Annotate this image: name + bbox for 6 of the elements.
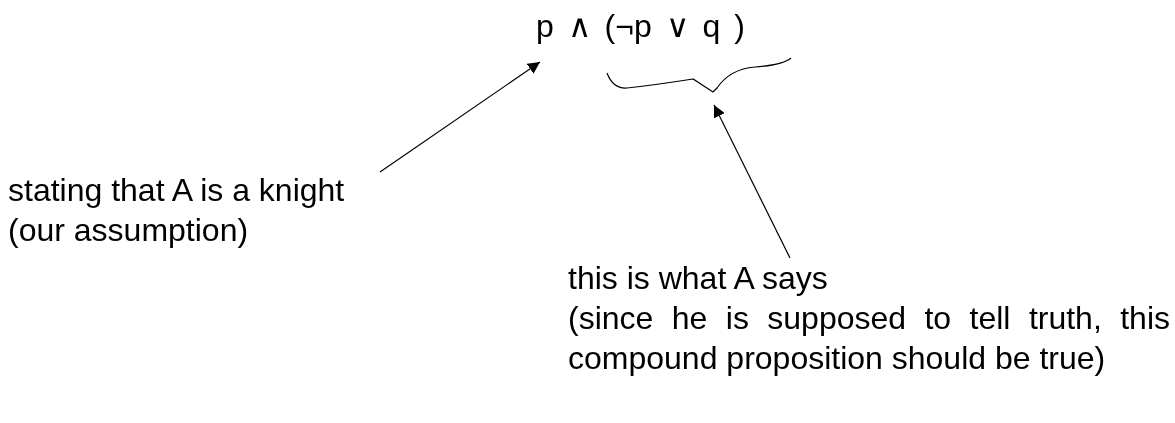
leader-arrow: [379, 61, 541, 173]
leader-arrow: [713, 104, 791, 259]
annotation-text: this is what A says: [568, 259, 829, 298]
annotation-text: (since he is supposed to tell truth, this compound proposition should be true): [568, 299, 1170, 378]
annotation-text: stating that A is a knight (our assumption): [8, 171, 346, 250]
logic-formula: p ∧ (¬p ∨ q ): [536, 7, 746, 46]
